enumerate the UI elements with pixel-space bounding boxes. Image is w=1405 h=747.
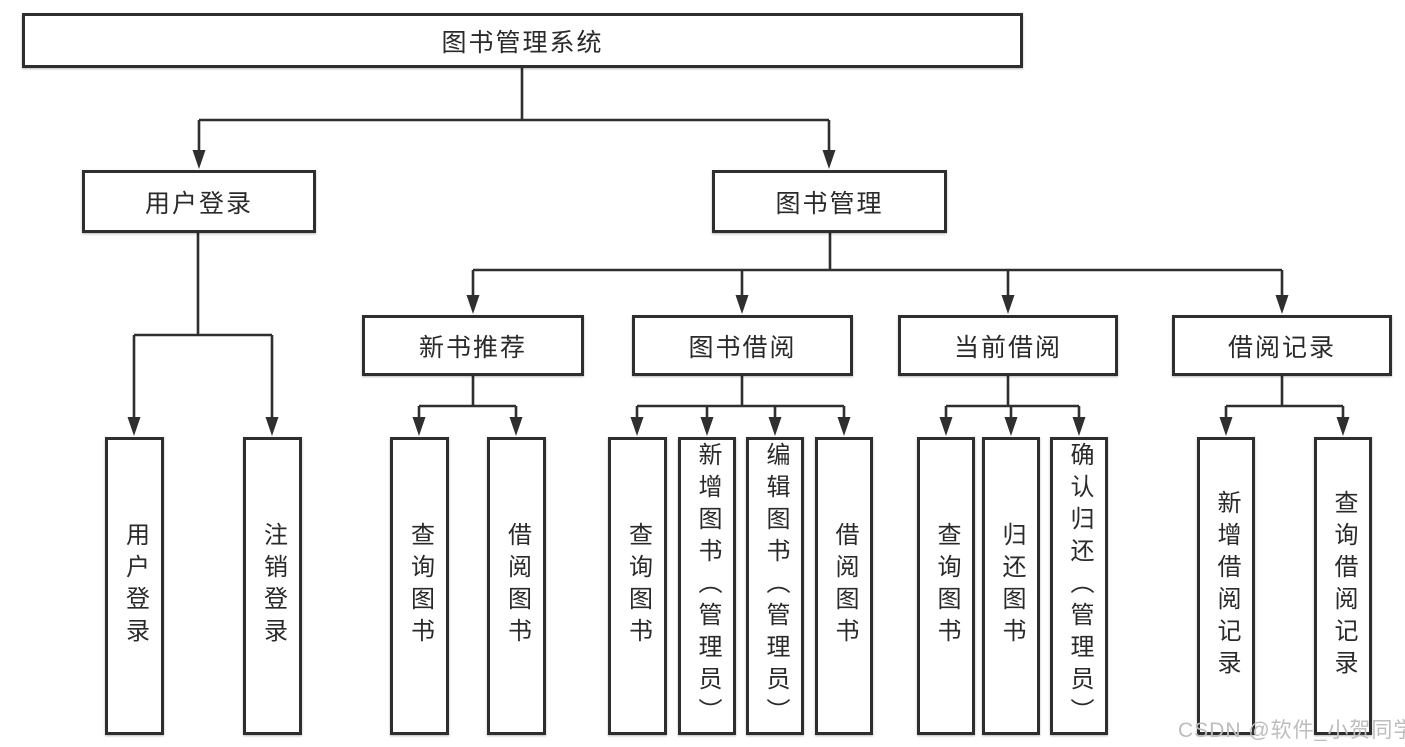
leaf-bb-edit-book-label: 编辑图书（管理员） bbox=[762, 442, 789, 730]
arrow-down-icon bbox=[1001, 295, 1015, 314]
node-current-borrow-label: 当前借阅 bbox=[953, 333, 1062, 362]
node-root: 图书管理系统 bbox=[22, 13, 1023, 68]
arrow-down-icon bbox=[1336, 417, 1350, 436]
leaf-br-query-record-label: 查询借阅记录 bbox=[1330, 490, 1357, 682]
connector-bookborrow-to-leaves bbox=[635, 376, 846, 418]
leaf-logout: 注销登录 bbox=[243, 437, 302, 735]
leaf-logout-label: 注销登录 bbox=[259, 522, 287, 650]
arrow-down-icon bbox=[822, 150, 836, 169]
leaf-nbr-borrow-book: 借阅图书 bbox=[487, 437, 546, 735]
arrow-down-icon bbox=[1219, 417, 1233, 436]
watermark: CSDN @软件_小贺同学 bbox=[1178, 719, 1405, 742]
node-new-book-rec-label: 新书推荐 bbox=[418, 333, 527, 362]
connector-userlogin-to-leaves bbox=[132, 233, 274, 418]
arrow-down-icon bbox=[412, 417, 426, 436]
leaf-br-add-record-label: 新增借阅记录 bbox=[1213, 490, 1240, 682]
connector-bookmgmt-to-level3 bbox=[471, 233, 1284, 296]
leaf-br-add-record: 新增借阅记录 bbox=[1197, 437, 1255, 735]
connector-root-to-level2 bbox=[197, 68, 831, 151]
connector-currentborrow-to-leaves bbox=[944, 376, 1081, 418]
leaf-bb-query-book: 查询图书 bbox=[608, 437, 667, 735]
leaf-user-login: 用户登录 bbox=[105, 437, 164, 735]
leaf-cb-return-book-label: 归还图书 bbox=[998, 522, 1025, 650]
connector-newbook-to-leaves bbox=[417, 376, 518, 418]
leaf-bb-edit-book: 编辑图书（管理员） bbox=[746, 437, 804, 735]
leaf-user-login-label: 用户登录 bbox=[121, 522, 149, 650]
leaf-nbr-query-book-label: 查询图书 bbox=[406, 522, 434, 650]
leaf-nbr-borrow-book-label: 借阅图书 bbox=[503, 522, 531, 650]
leaf-bb-borrow-book: 借阅图书 bbox=[815, 437, 873, 735]
node-root-label: 图书管理系统 bbox=[441, 28, 604, 57]
arrow-down-icon bbox=[700, 417, 714, 436]
node-new-book-rec: 新书推荐 bbox=[362, 315, 584, 376]
node-borrow-records-label: 借阅记录 bbox=[1227, 333, 1336, 362]
arrow-down-icon bbox=[265, 417, 279, 436]
leaf-cb-return-book: 归还图书 bbox=[982, 437, 1040, 735]
arrow-down-icon bbox=[1275, 295, 1289, 314]
node-book-mgmt-label: 图书管理 bbox=[775, 189, 884, 218]
arrow-down-icon bbox=[127, 417, 141, 436]
connector-borrowrecords-to-leaves bbox=[1224, 376, 1345, 418]
arrow-down-icon bbox=[509, 417, 523, 436]
leaf-cb-confirm-return: 确认归还（管理员） bbox=[1050, 437, 1108, 735]
leaf-cb-confirm-return-label: 确认归还（管理员） bbox=[1066, 442, 1093, 730]
arrow-down-icon bbox=[837, 417, 851, 436]
arrow-down-icon bbox=[466, 295, 480, 314]
leaf-cb-query-book-label: 查询图书 bbox=[933, 522, 960, 650]
arrow-down-icon bbox=[1004, 417, 1018, 436]
node-current-borrow: 当前借阅 bbox=[898, 315, 1118, 376]
arrow-down-icon bbox=[192, 150, 206, 169]
arrow-down-icon bbox=[630, 417, 644, 436]
node-book-borrow: 图书借阅 bbox=[632, 315, 853, 376]
leaf-br-query-record: 查询借阅记录 bbox=[1314, 437, 1372, 735]
arrow-down-icon bbox=[768, 417, 782, 436]
leaf-bb-query-book-label: 查询图书 bbox=[624, 522, 652, 650]
node-book-mgmt: 图书管理 bbox=[712, 170, 947, 233]
leaf-bb-add-book-label: 新增图书（管理员） bbox=[694, 442, 721, 730]
leaf-bb-borrow-book-label: 借阅图书 bbox=[831, 522, 858, 650]
leaf-cb-query-book: 查询图书 bbox=[917, 437, 975, 735]
node-book-borrow-label: 图书借阅 bbox=[688, 333, 797, 362]
arrow-down-icon bbox=[939, 417, 953, 436]
arrowhead-icons bbox=[127, 150, 1350, 436]
arrow-down-icon bbox=[735, 295, 749, 314]
leaf-nbr-query-book: 查询图书 bbox=[390, 437, 449, 735]
arrow-down-icon bbox=[1072, 417, 1086, 436]
node-user-login-label: 用户登录 bbox=[144, 189, 253, 218]
node-user-login: 用户登录 bbox=[82, 170, 316, 233]
node-borrow-records: 借阅记录 bbox=[1172, 315, 1392, 376]
leaf-bb-add-book: 新增图书（管理员） bbox=[678, 437, 736, 735]
